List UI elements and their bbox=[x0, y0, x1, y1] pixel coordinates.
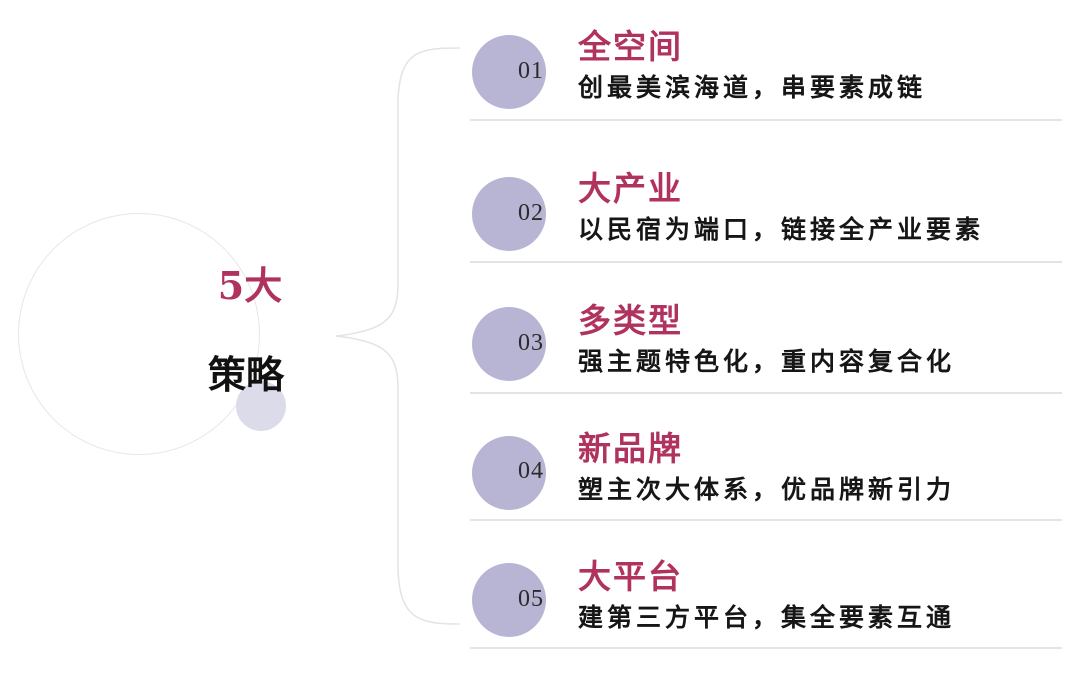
number-circle bbox=[472, 35, 546, 109]
decorative-dot bbox=[236, 381, 286, 431]
item-title: 新品牌 bbox=[578, 429, 683, 468]
strategy-item: 03 多类型 强主题特色化，重内容复合化 bbox=[470, 300, 1062, 430]
item-title: 多类型 bbox=[578, 301, 683, 340]
item-description: 建第三方平台，集全要素互通 bbox=[578, 603, 956, 632]
item-number: 04 bbox=[518, 458, 544, 484]
strategy-item: 02 大产业 以民宿为端口，链接全产业要素 bbox=[470, 168, 1062, 298]
item-number: 05 bbox=[518, 586, 544, 612]
number-circle bbox=[472, 436, 546, 510]
item-title: 全空间 bbox=[578, 27, 683, 66]
item-number: 02 bbox=[518, 200, 544, 226]
item-title: 大产业 bbox=[578, 169, 683, 208]
divider bbox=[470, 647, 1062, 649]
strategy-item: 04 新品牌 塑主次大体系，优品牌新引力 bbox=[470, 428, 1062, 558]
divider bbox=[470, 519, 1062, 521]
item-description: 塑主次大体系，优品牌新引力 bbox=[578, 475, 956, 504]
divider bbox=[470, 261, 1062, 263]
divider bbox=[470, 119, 1062, 121]
number-circle bbox=[472, 307, 546, 381]
item-number: 03 bbox=[518, 330, 544, 356]
strategy-item: 01 全空间 创最美滨海道，串要素成链 bbox=[470, 26, 1062, 156]
number-circle bbox=[472, 177, 546, 251]
center-title: 5大 bbox=[217, 263, 283, 308]
item-description: 强主题特色化，重内容复合化 bbox=[578, 347, 956, 376]
center-subtitle: 策略 bbox=[207, 353, 284, 397]
strategy-item: 05 大平台 建第三方平台，集全要素互通 bbox=[470, 556, 1062, 686]
divider bbox=[470, 392, 1062, 394]
item-number: 01 bbox=[518, 58, 544, 84]
number-circle bbox=[472, 563, 546, 637]
center-circle bbox=[18, 213, 260, 455]
item-description: 创最美滨海道，串要素成链 bbox=[578, 73, 927, 102]
item-description: 以民宿为端口，链接全产业要素 bbox=[578, 215, 985, 244]
item-title: 大平台 bbox=[578, 557, 683, 596]
